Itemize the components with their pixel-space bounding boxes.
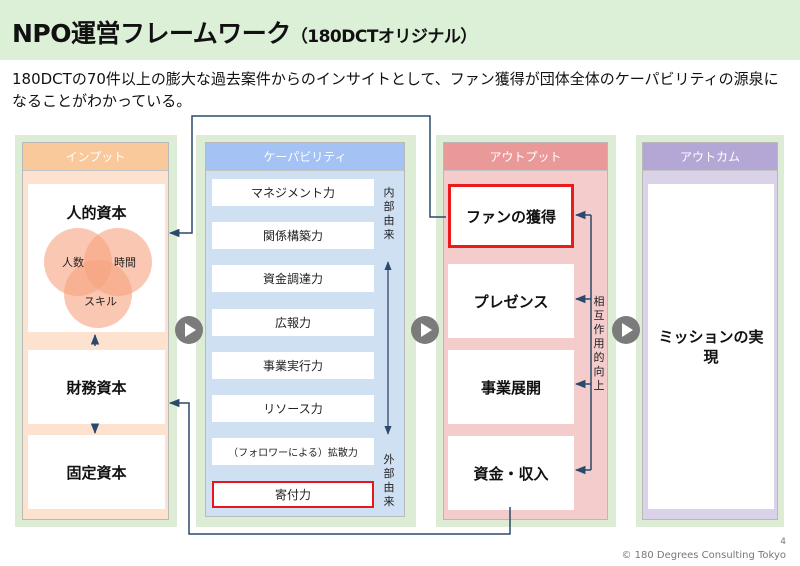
human-capital-venn bbox=[44, 228, 152, 328]
financial-capital-box: 財務資本 bbox=[28, 350, 165, 424]
venn-circle-skill bbox=[64, 260, 132, 328]
input-panel: インプット 人的資本 人数 時間 スキル 財務資本 固定資本 bbox=[22, 142, 169, 520]
play-circle-icon bbox=[411, 316, 439, 344]
fixed-capital-box: 固定資本 bbox=[28, 435, 165, 509]
outcome-header: アウトカム bbox=[643, 143, 777, 171]
page-title-sub: （180DCTオリジナル） bbox=[290, 27, 478, 47]
output-item-fan-acquisition: ファンの獲得 bbox=[448, 184, 574, 248]
venn-label-headcount: 人数 bbox=[62, 256, 84, 269]
capability-item-relationship: 関係構築力 bbox=[212, 222, 374, 249]
lead-text: 180DCTの70件以上の膨大な過去案件からのインサイトとして、ファン獲得が団体… bbox=[12, 70, 779, 110]
capability-item-resource: リソース力 bbox=[212, 395, 374, 422]
output-item-presence: プレゼンス bbox=[448, 264, 574, 338]
play-circle-icon bbox=[175, 316, 203, 344]
page-number: 4 bbox=[780, 537, 786, 547]
capability-item-diffusion: （フォロワーによる）拡散力 bbox=[212, 438, 374, 465]
capability-panel: ケーパビリティ マネジメント力 関係構築力 資金調達力 広報力 事業実行力 リソ… bbox=[205, 142, 405, 517]
header-band bbox=[0, 0, 800, 60]
capability-item-management: マネジメント力 bbox=[212, 179, 374, 206]
human-capital-title: 人的資本 bbox=[66, 204, 127, 222]
output-header: アウトプット bbox=[444, 143, 607, 171]
external-origin-label: 外部由来 bbox=[383, 453, 395, 508]
copyright: © 180 Degrees Consulting Tokyo bbox=[621, 550, 786, 561]
mutual-improvement-label: 相互作用的向上 bbox=[592, 295, 606, 393]
venn-label-time: 時間 bbox=[114, 256, 136, 269]
capability-header: ケーパビリティ bbox=[206, 143, 404, 171]
capability-item-fundraising: 資金調達力 bbox=[212, 265, 374, 292]
capability-item-donation: 寄付力 bbox=[212, 481, 374, 508]
human-capital-box: 人的資本 人数 時間 スキル bbox=[28, 184, 165, 332]
outcome-item-mission: ミッションの実現 bbox=[648, 184, 774, 509]
capability-item-execution: 事業実行力 bbox=[212, 352, 374, 379]
output-panel: アウトプット ファンの獲得 プレゼンス 事業展開 資金・収入 相互作用的向上 bbox=[443, 142, 608, 520]
input-header: インプット bbox=[23, 143, 168, 171]
internal-origin-label: 内部由来 bbox=[383, 186, 395, 241]
page-title-main: NPO運営フレームワーク bbox=[12, 19, 291, 48]
outcome-panel: アウトカム ミッションの実現 bbox=[642, 142, 778, 520]
output-item-business: 事業展開 bbox=[448, 350, 574, 424]
venn-label-skill: スキル bbox=[84, 295, 117, 308]
output-item-funds: 資金・収入 bbox=[448, 436, 574, 510]
page-title: NPO運営フレームワーク（180DCTオリジナル） bbox=[12, 14, 477, 50]
play-circle-icon bbox=[612, 316, 640, 344]
capability-item-pr: 広報力 bbox=[212, 309, 374, 336]
